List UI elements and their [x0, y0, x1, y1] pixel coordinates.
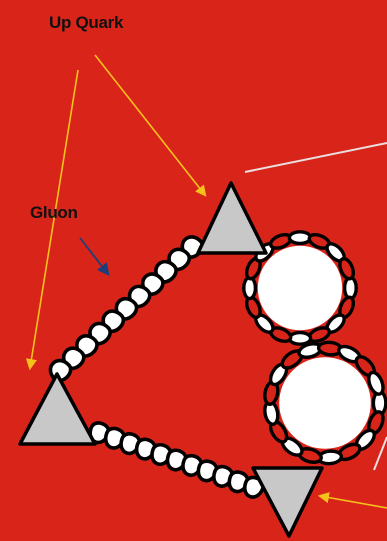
gluon-arrow	[80, 238, 108, 274]
up-quark-label: Up Quark	[49, 13, 123, 33]
gluon-label: Gluon	[30, 203, 78, 223]
gluon-cluster-upper-petal	[289, 232, 310, 244]
pointer-line-lower	[374, 437, 387, 470]
quark-top-triangle	[198, 183, 266, 253]
up-quark-arrow-top	[95, 55, 205, 195]
quark-bottom-triangle	[253, 468, 322, 536]
gluon-coils	[50, 237, 263, 497]
quark-arrow-bottom	[320, 496, 387, 508]
quark-left-triangle	[20, 374, 95, 444]
gluon-clusters	[244, 232, 386, 465]
gluon-cluster-upper-core	[258, 246, 342, 330]
gluon-cluster-upper-petal	[289, 333, 310, 345]
gluon-cluster-upper-petal	[244, 277, 256, 298]
pointer-line-right	[245, 143, 387, 172]
gluon-cluster-lower	[263, 341, 386, 464]
gluon-cluster-lower-core	[279, 357, 371, 449]
gluon-cluster-upper-petal	[345, 277, 357, 298]
